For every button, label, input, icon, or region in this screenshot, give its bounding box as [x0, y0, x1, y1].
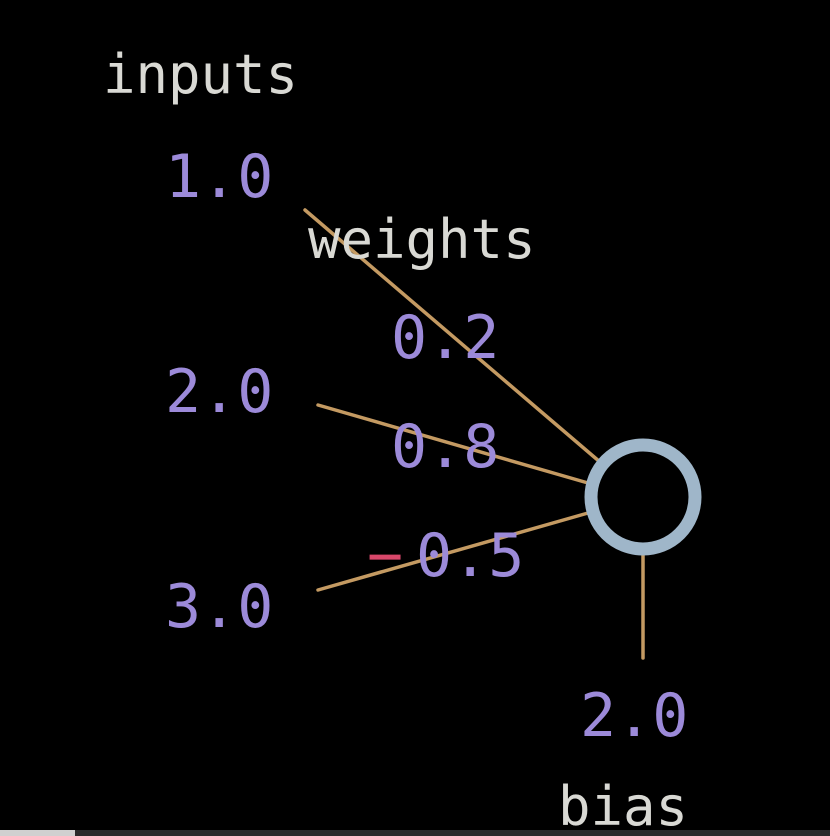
input-value-1: 1.0: [165, 142, 273, 212]
video-progress-fill: [0, 830, 75, 836]
input-value-3: 3.0: [165, 572, 273, 642]
edge-input-3: [316, 511, 590, 592]
weights-heading: weights: [308, 208, 536, 271]
weight-negative-sign: −: [367, 521, 403, 591]
edge-input-1: [303, 208, 602, 464]
weight-value-3: 0.5: [416, 521, 524, 591]
video-progress-bar[interactable]: [0, 830, 830, 836]
edge-input-2: [316, 403, 590, 485]
input-value-2: 2.0: [165, 357, 273, 427]
bias-heading: bias: [558, 775, 688, 836]
weight-value-1: 0.2: [391, 303, 499, 373]
bias-value: 2.0: [580, 681, 688, 751]
neuron-node: [584, 438, 702, 556]
weight-value-2: 0.8: [391, 412, 499, 482]
inputs-heading: inputs: [103, 43, 298, 106]
